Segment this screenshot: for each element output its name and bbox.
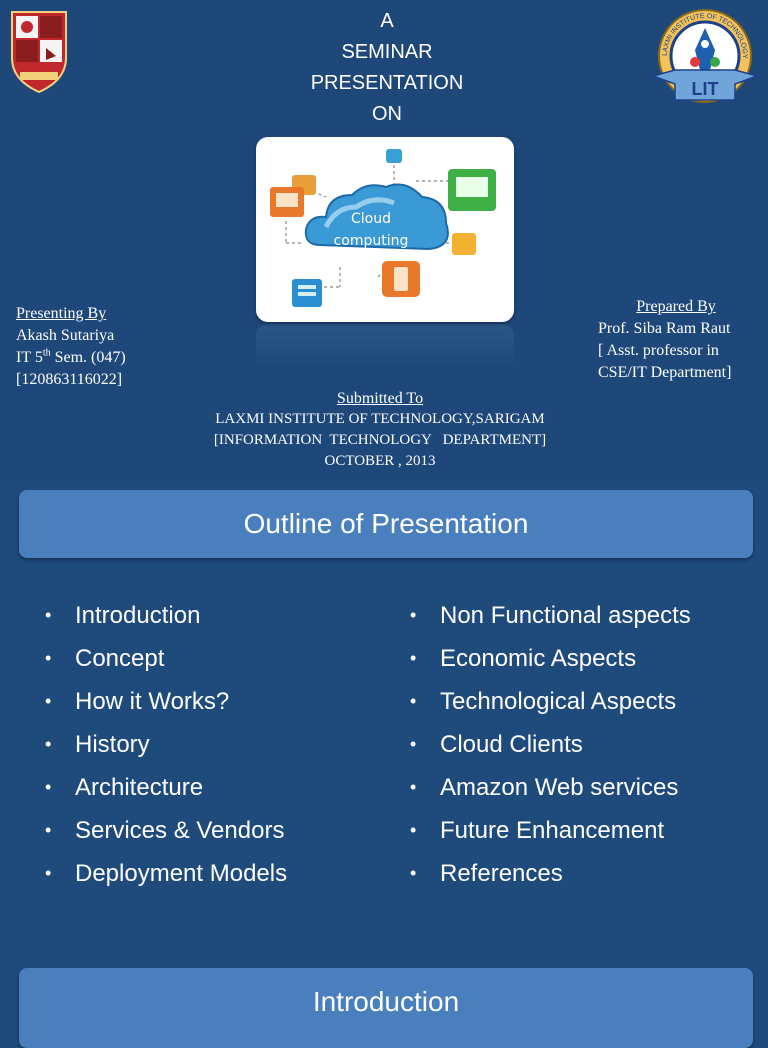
- bullet-icon: •: [45, 777, 52, 797]
- list-item: •Architecture: [45, 766, 287, 809]
- title-line: ON: [372, 103, 402, 125]
- presenting-heading: Presenting By: [16, 305, 107, 322]
- presenter-class: IT 5th Sem. (047): [10, 347, 200, 369]
- submitted-heading: Submitted To: [336, 390, 424, 407]
- list-item: •Amazon Web services: [410, 766, 691, 809]
- university-crest-logo: [6, 6, 72, 96]
- institute-name: LAXMI INSTITUTE OF TECHNOLOGY,SARIGAM: [215, 411, 545, 427]
- list-item: •References: [410, 852, 691, 895]
- title-line: A: [380, 10, 394, 32]
- mail-icon: [386, 149, 402, 163]
- seminar-title: A SEMINAR PRESENTATION ON: [260, 6, 514, 130]
- prepared-heading: Prepared By: [636, 298, 716, 315]
- list-item: •Deployment Models: [45, 852, 287, 895]
- list-item: •Services & Vendors: [45, 809, 287, 852]
- bullet-icon: •: [45, 820, 52, 840]
- submitted-info: Submitted To LAXMI INSTITUTE OF TECHNOLO…: [180, 388, 580, 472]
- outline-list-right: •Non Functional aspects •Economic Aspect…: [410, 594, 691, 895]
- network-tile-icon: [452, 233, 476, 255]
- bullet-icon: •: [410, 648, 417, 668]
- lit-logo: LIT LAXMI INSTITUTE OF TECHNOLOGY, SARIG…: [651, 4, 759, 103]
- cloud-computing-image: Cloud computing: [256, 137, 514, 322]
- presenter-enrollment: [120863116022]: [16, 371, 123, 388]
- class-suffix: Sem. (047): [50, 349, 126, 366]
- list-item: •Concept: [45, 637, 287, 680]
- bullet-icon: •: [410, 691, 417, 711]
- cloud-label-1: Cloud: [351, 211, 391, 227]
- hero-image-reflection: [256, 324, 514, 368]
- guide-role: [ Asst. professor in: [598, 342, 719, 359]
- bullet-icon: •: [45, 863, 52, 883]
- list-item: •How it Works?: [45, 680, 287, 723]
- class-prefix: IT 5: [16, 349, 43, 366]
- list-item: •Non Functional aspects: [410, 594, 691, 637]
- list-item: •History: [45, 723, 287, 766]
- lit-ribbon-text: LIT: [692, 79, 719, 99]
- bullet-icon: •: [45, 734, 52, 754]
- submission-date: OCTOBER , 2013: [324, 453, 436, 469]
- bullet-icon: •: [45, 648, 52, 668]
- bullet-icon: •: [410, 820, 417, 840]
- list-item: •Future Enhancement: [410, 809, 691, 852]
- guide-name: Prof. Siba Ram Raut: [598, 320, 731, 337]
- guide-info: Prepared By Prof. Siba Ram Raut [ Asst. …: [598, 296, 768, 384]
- outline-list-left: •Introduction •Concept •How it Works? •H…: [45, 594, 287, 895]
- bullet-icon: •: [45, 605, 52, 625]
- bullet-icon: •: [410, 605, 417, 625]
- title-line: PRESENTATION: [310, 72, 464, 94]
- class-sup: th: [42, 347, 51, 359]
- bullet-icon: •: [45, 691, 52, 711]
- list-item: •Economic Aspects: [410, 637, 691, 680]
- presenter-name: Akash Sutariya: [16, 327, 115, 344]
- cloud-icon: Cloud computing: [304, 183, 449, 251]
- presenter-info: Presenting By Akash Sutariya IT 5th Sem.…: [10, 303, 200, 391]
- title-slide: A SEMINAR PRESENTATION ON LIT LAXMI INST…: [0, 0, 768, 480]
- department-name: [INFORMATION TECHNOLOGY DEPARTMENT]: [213, 432, 547, 448]
- outline-title-banner: Outline of Presentation: [19, 490, 753, 558]
- bullet-icon: •: [410, 734, 417, 754]
- bullet-icon: •: [410, 863, 417, 883]
- list-item: •Introduction: [45, 594, 287, 637]
- outline-slide: [0, 480, 768, 966]
- list-item: •Technological Aspects: [410, 680, 691, 723]
- introduction-title-banner: Introduction: [19, 968, 753, 1048]
- title-line: SEMINAR: [341, 41, 433, 63]
- guide-dept: CSE/IT Department]: [598, 364, 732, 381]
- list-item: •Cloud Clients: [410, 723, 691, 766]
- introduction-title: Introduction: [312, 986, 460, 1017]
- cloud-label-2: computing: [334, 233, 409, 249]
- bullet-icon: •: [410, 777, 417, 797]
- outline-title: Outline of Presentation: [243, 508, 529, 539]
